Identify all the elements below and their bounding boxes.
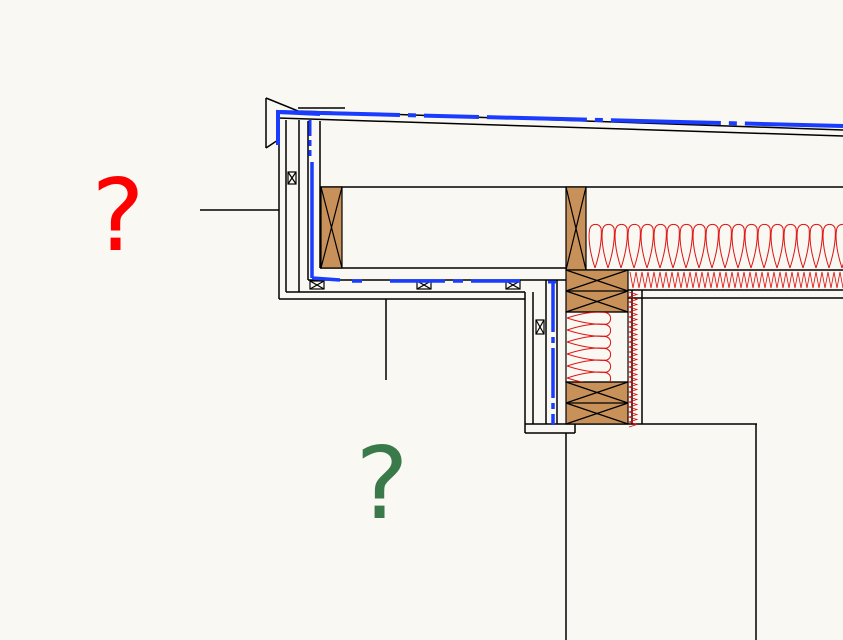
leader-lines bbox=[200, 209, 387, 380]
wall-insulation-strip bbox=[627, 291, 639, 428]
insulation-loop bbox=[783, 223, 797, 269]
insulation-loop bbox=[705, 223, 719, 269]
insulation-loop bbox=[666, 223, 680, 269]
blue-membrane bbox=[276, 109, 843, 425]
insulation-loop bbox=[835, 223, 843, 269]
insulation-loop bbox=[718, 223, 732, 269]
batten-markers bbox=[287, 171, 545, 335]
soffit-wall-cladding bbox=[524, 280, 757, 640]
insulation-loop bbox=[627, 223, 641, 269]
insulation-loop bbox=[770, 223, 784, 269]
lower-question-mark: ? bbox=[355, 425, 408, 542]
insulation-zigzag bbox=[627, 291, 639, 428]
insulation-loop bbox=[567, 335, 612, 349]
upper-question-mark: ? bbox=[91, 157, 144, 274]
insulation-loop bbox=[588, 223, 602, 269]
insulation-loop bbox=[614, 223, 628, 269]
insulation-loop bbox=[757, 223, 771, 269]
insulation-loop bbox=[679, 223, 693, 269]
insulation-loop bbox=[567, 371, 612, 382]
insulation-loop bbox=[796, 223, 810, 269]
insulation-loop bbox=[653, 223, 667, 269]
insulation-loop bbox=[567, 323, 612, 337]
insulation-loop bbox=[731, 223, 745, 269]
insulation-loop bbox=[692, 223, 706, 269]
insulation-loop bbox=[601, 223, 615, 269]
insulation-loop bbox=[567, 347, 612, 361]
fascia bbox=[278, 118, 525, 300]
insulation-loop bbox=[822, 223, 836, 269]
insulation-zigzag bbox=[629, 271, 843, 289]
roof-insulation-strip bbox=[629, 271, 843, 289]
insulation-loop bbox=[567, 312, 612, 325]
timber-blocking bbox=[320, 186, 629, 425]
insulation-loop bbox=[567, 359, 612, 373]
insulation-loop bbox=[640, 223, 654, 269]
insulation-loop bbox=[809, 223, 823, 269]
wall-insulation bbox=[567, 312, 612, 382]
insulation-loop bbox=[744, 223, 758, 269]
roof-insulation bbox=[588, 223, 843, 269]
